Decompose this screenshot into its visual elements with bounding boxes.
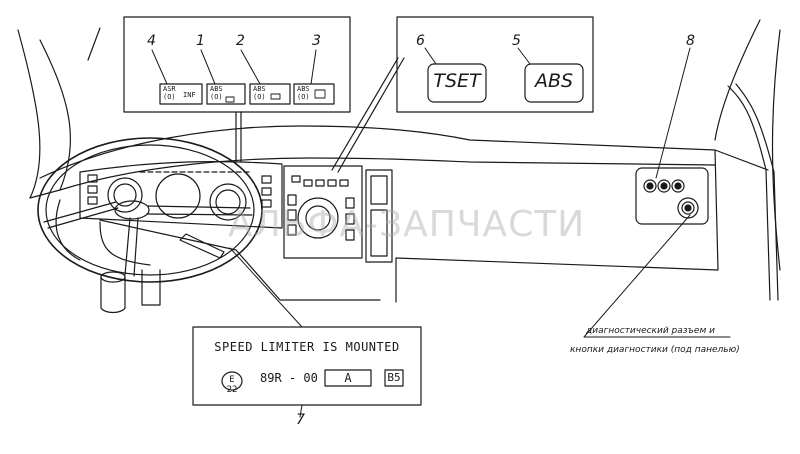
diagnostic-panel [635, 167, 709, 225]
abs-label-2: ABS [253, 85, 266, 93]
asr-symbol: (O) [163, 93, 176, 101]
tset-lamp [427, 63, 487, 103]
callout-1: 1 [196, 33, 205, 49]
leader-lines [151, 47, 731, 418]
abs-symbol-3: (O) [297, 93, 310, 101]
dashboard-body [39, 125, 769, 303]
callout-6: 6 [416, 33, 425, 49]
callout-4: 4 [147, 33, 156, 49]
abs-tile-2-label: ABS (O) [253, 85, 266, 101]
abs-lamp [524, 63, 584, 103]
inf-label: INF [183, 91, 196, 99]
asr-label: ASR [163, 85, 176, 93]
abs-tile-2 [249, 83, 291, 105]
switch-panel-frame [123, 16, 351, 163]
callout-3: 3 [312, 33, 321, 49]
abs-label-1: ABS [210, 85, 223, 93]
regulation-label: 89R - 00 [260, 371, 318, 385]
diagnostic-button-2 [657, 179, 671, 193]
limiter-title: SPEED LIMITER IS MOUNTED [214, 340, 400, 354]
tset-label: TSET [433, 70, 481, 92]
callout-5: 5 [512, 33, 521, 49]
asr-tile-label: ASR (O) [163, 85, 176, 101]
abs-tile-1 [206, 83, 246, 105]
abs-tile-3 [293, 83, 335, 105]
callout-7: 7 [296, 412, 305, 428]
diagnostic-button-3 [671, 179, 685, 193]
abs-tile-1-label: ABS (O) [210, 85, 223, 101]
callout-8: 8 [686, 33, 695, 49]
center-console [283, 165, 393, 263]
indicator-panel-frame [331, 16, 594, 173]
diagnostic-button-1 [643, 179, 657, 193]
box-value: A [344, 371, 352, 385]
emark-label: E 22 [226, 375, 238, 395]
diagnostic-note-line1: диагностический разъем и [586, 326, 715, 336]
asr-tile [159, 83, 203, 105]
pedal-area [100, 233, 225, 314]
steering-wheel [37, 137, 263, 283]
diagnostic-note-line2: кнопки диагностики (под панелью) [570, 345, 740, 355]
abs-lamp-label: ABS [534, 70, 574, 92]
abs-symbol-1: (O) [210, 93, 223, 101]
speed-limiter-plate [192, 326, 422, 406]
code-label: B5 [387, 371, 401, 384]
callout-2: 2 [236, 33, 245, 49]
instrument-cluster [79, 161, 283, 229]
panel-tiles [159, 83, 335, 105]
abs-symbol-2: (O) [253, 93, 266, 101]
abs-tile-3-label: ABS (O) [297, 85, 310, 101]
windshield-frame [17, 19, 781, 301]
abs-label-3: ABS [297, 85, 310, 93]
